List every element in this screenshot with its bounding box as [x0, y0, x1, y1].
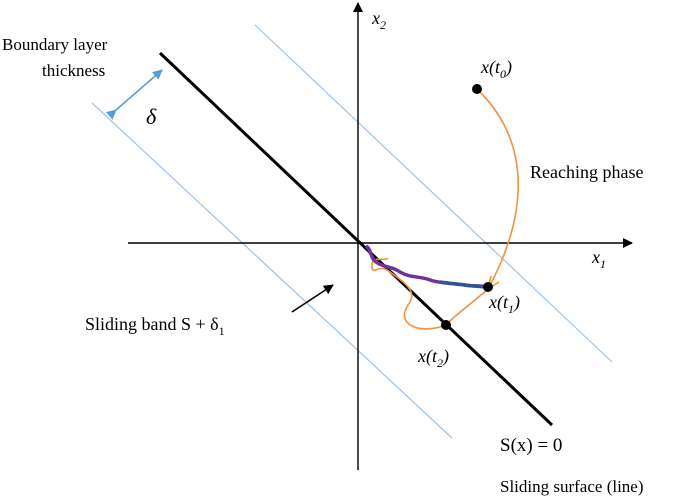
boundary-line-upper — [254, 24, 613, 363]
point-t2 — [441, 320, 451, 330]
reaching-phase-label: Reaching phase — [530, 162, 643, 182]
delta-label: δ — [146, 104, 157, 129]
reaching-trajectory — [371, 88, 519, 330]
surface-equation-label: S(x) = 0 — [500, 435, 562, 456]
sliding-band-label: Sliding band S + δ1 — [85, 314, 225, 338]
point-t1-label: x(t1) — [488, 292, 520, 316]
x1-axis-label: x1 — [591, 247, 606, 271]
boundary-label-line1: Boundary layer — [2, 35, 108, 54]
sliding-band-arrow — [291, 284, 334, 313]
point-t2-label: x(t2) — [417, 346, 449, 370]
sliding-surface-line — [158, 51, 554, 427]
point-t1 — [483, 282, 493, 292]
point-t0-label: x(t0) — [480, 57, 512, 81]
sliding-surface-caption: Sliding surface (line) — [500, 477, 644, 496]
delta-arrow — [105, 69, 163, 120]
point-t0 — [472, 84, 482, 94]
x2-axis-label: x2 — [371, 8, 386, 32]
boundary-label-line2: thickness — [42, 61, 105, 80]
boundary-line-lower — [91, 102, 453, 439]
chattering-path — [364, 244, 489, 289]
